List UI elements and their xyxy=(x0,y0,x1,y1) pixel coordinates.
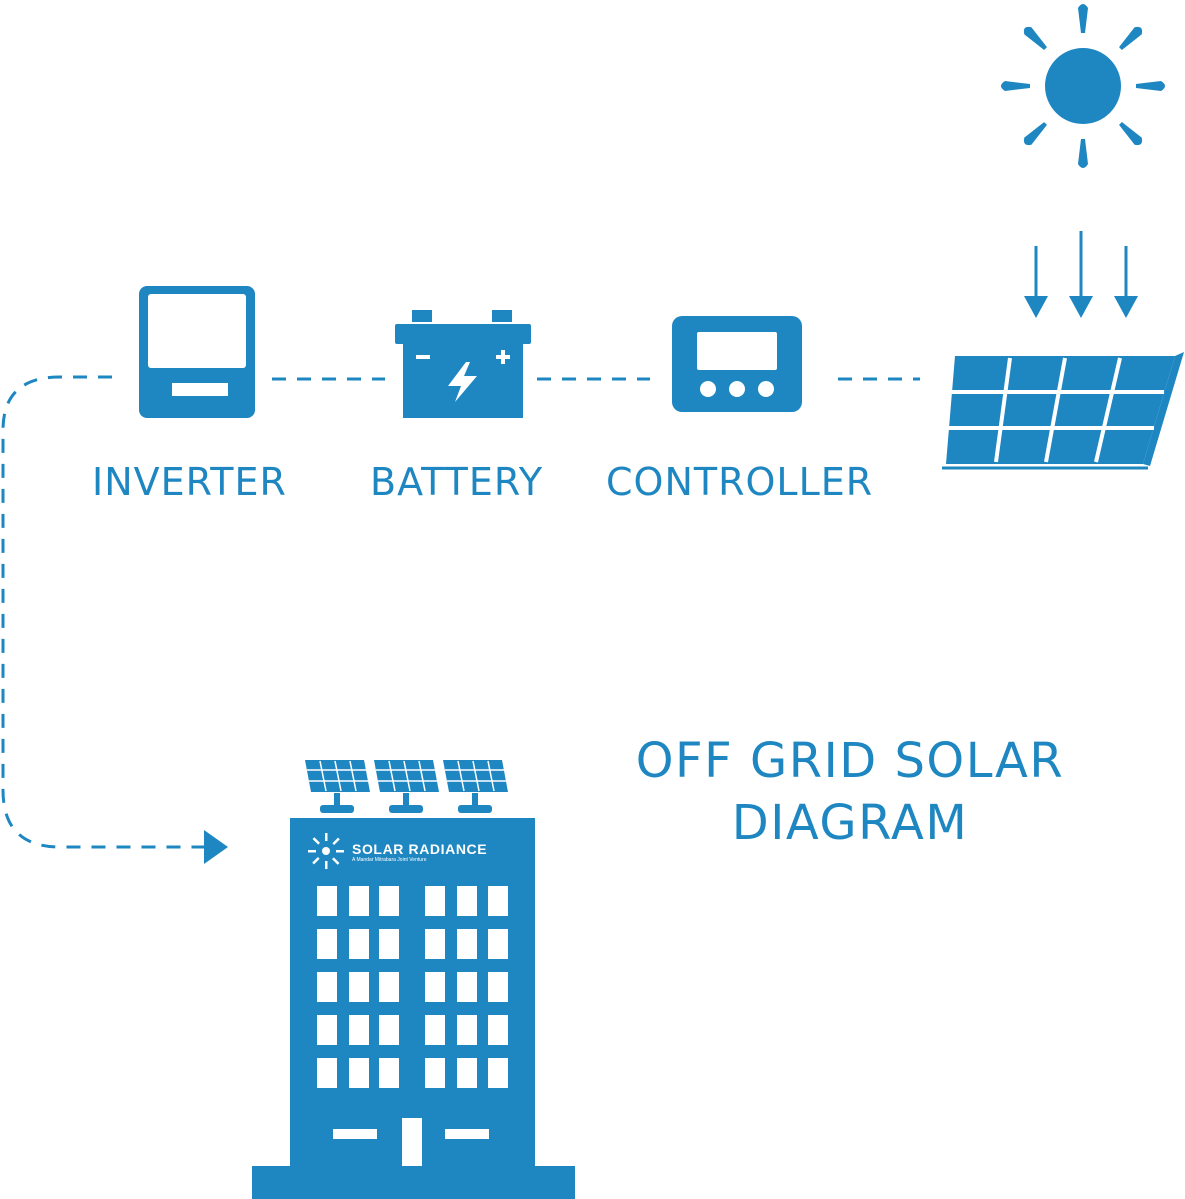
building-brand: SOLAR RADIANCE A Mandar Mitrabara Joint … xyxy=(352,842,487,864)
rooftop-panel-icon xyxy=(305,760,370,813)
diagram-title-line-1: OFF GRID SOLAR xyxy=(635,733,1065,789)
brand-logo-icon xyxy=(308,833,344,869)
building-arrowhead-icon xyxy=(204,830,228,864)
brand-tagline: A Mandar Mitrabara Joint Venture xyxy=(352,857,427,863)
building-icon xyxy=(252,818,575,1199)
inverter-label: INVERTER xyxy=(92,460,287,504)
building-windows xyxy=(317,886,508,1088)
battery-icon xyxy=(395,310,531,418)
diagram-title-line-2: DIAGRAM xyxy=(731,795,969,851)
building-door xyxy=(402,1118,422,1166)
sunlight-arrows-icon xyxy=(1024,231,1138,318)
brand-name: SOLAR RADIANCE xyxy=(352,841,488,857)
diagram-title: OFF GRID SOLAR DIAGRAM xyxy=(600,730,1100,854)
inverter-to-building-line xyxy=(1,375,205,849)
sun-icon xyxy=(1001,4,1165,168)
rooftop-panel-icon xyxy=(443,760,508,813)
connection-lines xyxy=(1,375,920,849)
entrance-canopy-right xyxy=(445,1129,489,1139)
entrance-canopy-left xyxy=(333,1129,377,1139)
controller-icon xyxy=(672,316,802,412)
controller-label: CONTROLLER xyxy=(606,460,874,504)
rooftop-panel-icon xyxy=(374,760,439,813)
inverter-icon xyxy=(139,286,255,418)
battery-label: BATTERY xyxy=(370,460,544,504)
rooftop-solar-panels xyxy=(305,760,508,813)
solar-panel-icon xyxy=(942,352,1184,470)
